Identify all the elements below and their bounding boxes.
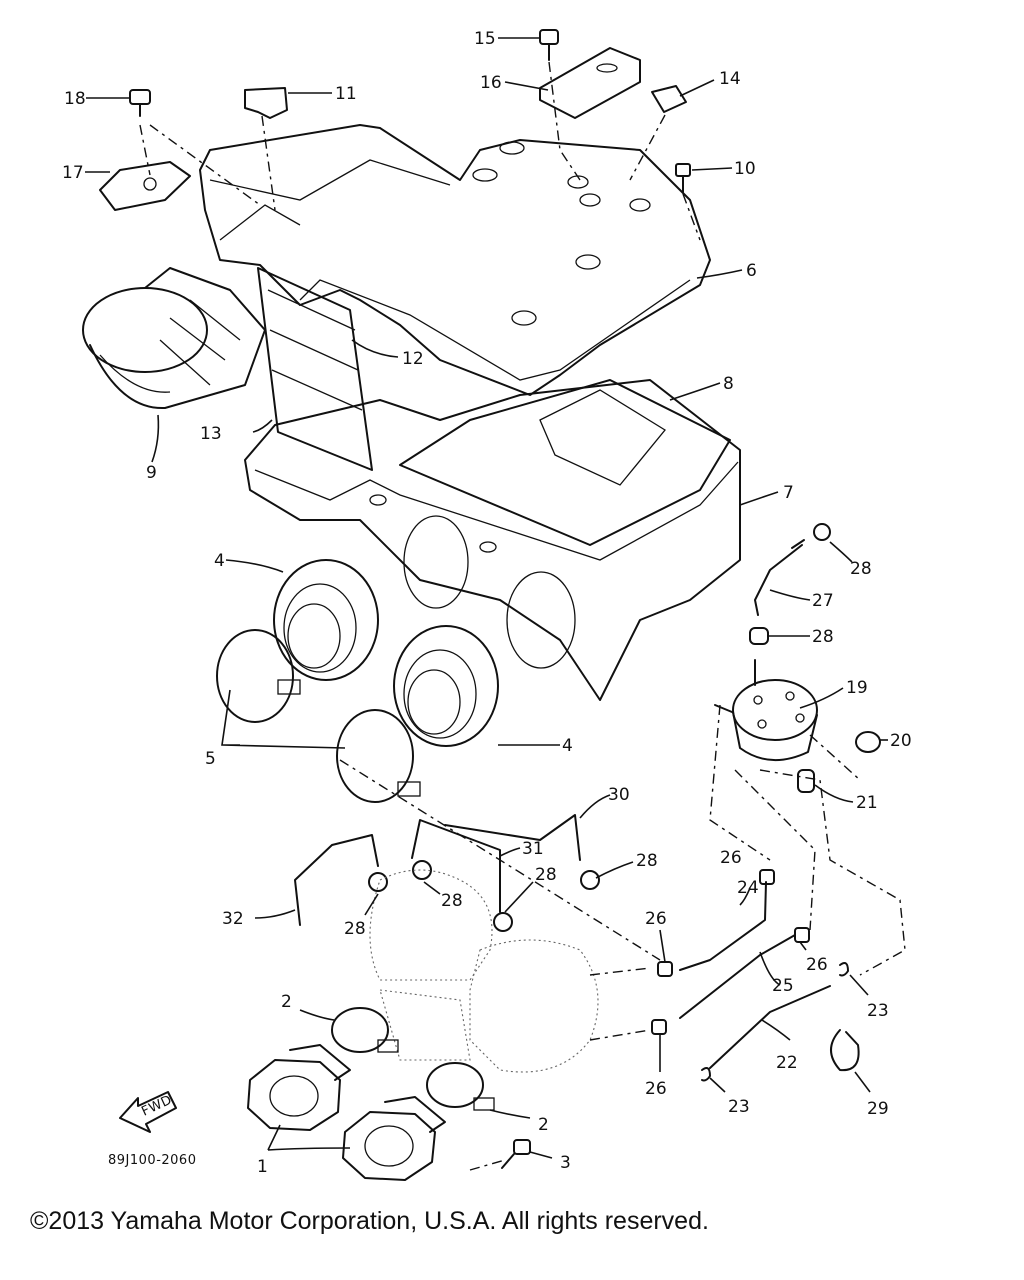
part-label: 22 bbox=[776, 1053, 798, 1073]
part-label: 12 bbox=[402, 349, 424, 369]
bolt-18 bbox=[129, 89, 151, 117]
clip-28-e bbox=[493, 912, 513, 932]
carb-clamp-lower bbox=[426, 1062, 484, 1108]
part-label: 25 bbox=[772, 976, 794, 996]
part-label: 19 bbox=[846, 678, 868, 698]
part-label: 31 bbox=[522, 839, 544, 859]
carb-holder-left bbox=[247, 1044, 351, 1131]
clip-14 bbox=[651, 85, 687, 113]
part-label: 14 bbox=[719, 69, 741, 89]
clip-28-a bbox=[813, 523, 831, 541]
clip-11 bbox=[244, 87, 288, 119]
air-filter-case bbox=[244, 379, 741, 701]
plate-16 bbox=[539, 47, 641, 119]
screw-3 bbox=[501, 1139, 531, 1169]
screw-15 bbox=[539, 29, 559, 61]
clip-26-d bbox=[651, 1019, 667, 1035]
hose-22 bbox=[709, 985, 831, 1069]
part-label: 28 bbox=[535, 865, 557, 885]
drawing-code: 89J100-2060 bbox=[108, 1153, 196, 1168]
hose-32 bbox=[294, 834, 379, 926]
part-label: 8 bbox=[723, 374, 734, 394]
carburetor-phantom bbox=[369, 869, 599, 1073]
part-label: 28 bbox=[344, 919, 366, 939]
part-label: 28 bbox=[812, 627, 834, 647]
part-label: 11 bbox=[335, 84, 357, 104]
part-label: 2 bbox=[538, 1115, 549, 1135]
part-label: 16 bbox=[480, 73, 502, 93]
carb-clamp-screw-upper bbox=[377, 1039, 399, 1053]
part-label: 26 bbox=[806, 955, 828, 975]
part-label: 23 bbox=[728, 1097, 750, 1117]
forward-arrow-icon: FWD bbox=[119, 1091, 177, 1133]
part-label: 4 bbox=[214, 551, 225, 571]
part-label: 21 bbox=[856, 793, 878, 813]
part-label: 26 bbox=[645, 909, 667, 929]
part-label: 10 bbox=[734, 159, 756, 179]
part-label: 24 bbox=[737, 878, 759, 898]
assembly-lines bbox=[139, 61, 906, 1171]
copyright-notice: ©2013 Yamaha Motor Corporation, U.S.A. A… bbox=[30, 1207, 709, 1235]
part-label: 13 bbox=[200, 424, 222, 444]
hose-clamp-lower bbox=[336, 709, 414, 803]
air-filter-element bbox=[257, 267, 373, 471]
leader-lines bbox=[85, 37, 888, 1159]
part-label: 23 bbox=[867, 1001, 889, 1021]
clip-23-b bbox=[701, 1067, 711, 1082]
clip-23-a bbox=[839, 962, 849, 977]
clamp-screw-upper bbox=[277, 679, 301, 695]
cap-21 bbox=[797, 769, 815, 793]
clip-29 bbox=[830, 1029, 860, 1072]
part-label: 30 bbox=[608, 785, 630, 805]
clip-26-b bbox=[657, 961, 673, 977]
part-label: 15 bbox=[474, 29, 496, 49]
hose-30 bbox=[444, 814, 581, 861]
hose-24 bbox=[679, 881, 767, 971]
part-label: 26 bbox=[720, 848, 742, 868]
hose-27-end bbox=[791, 539, 805, 549]
hose-27 bbox=[754, 544, 803, 616]
part-label: 2 bbox=[281, 992, 292, 1012]
carb-clamp-screw-lower bbox=[473, 1097, 495, 1111]
air-intake-duct bbox=[82, 267, 266, 410]
screw-10 bbox=[675, 163, 691, 193]
part-label: 1 bbox=[257, 1157, 268, 1177]
hose-25 bbox=[679, 934, 796, 1019]
clip-28-f bbox=[580, 870, 600, 890]
part-label: 27 bbox=[812, 591, 834, 611]
part-label: 18 bbox=[64, 89, 86, 109]
part-label: 26 bbox=[645, 1079, 667, 1099]
joint-left bbox=[273, 559, 379, 681]
exploded-parts-diagram: FWD 89J100-2060 1 2 2 3 4 4 5 6 7 8 9 10… bbox=[62, 29, 912, 1181]
part-number-labels: 1 2 2 3 4 4 5 6 7 8 9 10 11 12 13 14 15 … bbox=[62, 29, 912, 1177]
hose-clamp-upper bbox=[216, 629, 294, 723]
fuel-pump bbox=[714, 659, 818, 762]
part-label: 29 bbox=[867, 1099, 889, 1119]
cap-20 bbox=[855, 731, 881, 753]
part-label: 28 bbox=[850, 559, 872, 579]
clip-28-d bbox=[412, 860, 432, 880]
bracket-17 bbox=[99, 161, 191, 211]
clip-28-c bbox=[368, 872, 388, 892]
part-label: 28 bbox=[636, 851, 658, 871]
part-label: 20 bbox=[890, 731, 912, 751]
part-label: 4 bbox=[562, 736, 573, 756]
part-label: 32 bbox=[222, 909, 244, 929]
joint-right bbox=[393, 625, 499, 747]
part-label: 28 bbox=[441, 891, 463, 911]
part-label: 5 bbox=[205, 749, 216, 769]
air-box-cover bbox=[199, 124, 711, 396]
clamp-screw-lower bbox=[397, 781, 421, 797]
clip-26-c bbox=[794, 927, 810, 943]
part-label: 6 bbox=[746, 261, 757, 281]
carb-holder-right bbox=[342, 1096, 446, 1181]
part-label: 7 bbox=[783, 483, 794, 503]
part-label: 17 bbox=[62, 163, 84, 183]
carb-clamp-upper bbox=[331, 1007, 389, 1053]
part-label: 9 bbox=[146, 463, 157, 483]
clip-28-b bbox=[749, 627, 769, 645]
part-label: 3 bbox=[560, 1153, 571, 1173]
clip-26-a bbox=[759, 869, 775, 885]
